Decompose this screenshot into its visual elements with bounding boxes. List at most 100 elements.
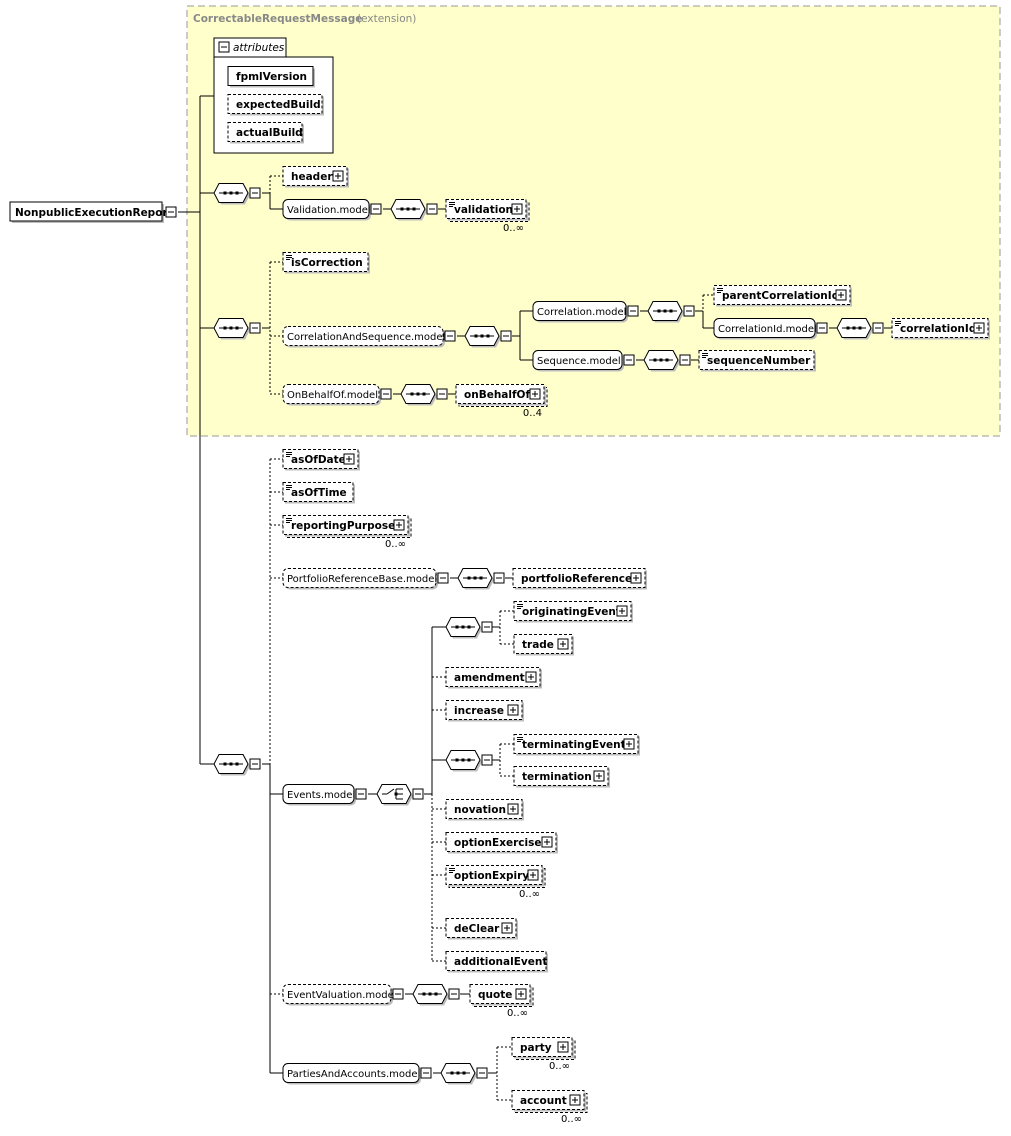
group-correlation-and-sequence-model[interactable]: CorrelationAndSequence.model (282, 326, 456, 348)
sequence-on-behalf-of[interactable] (400, 384, 448, 406)
expand-novation-button[interactable] (508, 804, 518, 814)
sequence-correlation-and-sequence-collapse-button[interactable] (501, 331, 511, 341)
element-correlation-id[interactable]: correlationId (891, 318, 990, 340)
sequence-portfolio-reference[interactable] (457, 568, 505, 590)
sequence-correlation-and-sequence[interactable] (464, 326, 512, 348)
sequence-sequence-collapse-button[interactable] (680, 355, 690, 365)
element-option-exercise[interactable]: optionExercise (445, 832, 558, 854)
group-correlation-model[interactable]: Correlation.model (532, 301, 639, 323)
sequence-event-valuation[interactable] (412, 984, 460, 1006)
collapse-portfolio-reference-base-model-button[interactable] (438, 573, 448, 583)
sequence-originating-collapse-button[interactable] (482, 622, 492, 632)
sequence-parties-and-accounts-collapse-button[interactable] (477, 1068, 487, 1078)
collapse-on-behalf-of-model-button[interactable] (381, 389, 391, 399)
collapse-correlation-id-model-button[interactable] (817, 323, 827, 333)
expand-amendment-button[interactable] (526, 672, 536, 682)
collapse-event-valuation-model-button[interactable] (393, 989, 403, 999)
collapse-validation-model-button[interactable] (371, 204, 381, 214)
expand-header-button[interactable] (333, 171, 343, 181)
sequence-2-collapse-button[interactable] (250, 323, 260, 333)
collapse-correlation-and-sequence-model-button[interactable] (445, 331, 455, 341)
expand-quote-button[interactable] (516, 989, 526, 999)
element-originating-event[interactable]: originatingEvent (513, 601, 633, 623)
expand-correlation-id-button[interactable] (974, 323, 984, 333)
group-events-model[interactable]: Events.model (282, 784, 367, 806)
sequence-1-collapse-button[interactable] (250, 188, 260, 198)
collapse-correlation-model-button[interactable] (628, 306, 638, 316)
element-actual-build[interactable]: actualBuild (227, 122, 304, 144)
element-additional-event[interactable]: additionalEvent (445, 951, 548, 973)
element-parent-correlation-id[interactable]: parentCorrelationId (713, 285, 852, 307)
group-correlation-id-model[interactable]: CorrelationId.model (713, 318, 828, 340)
sequence-3-collapse-button[interactable] (250, 759, 260, 769)
group-portfolio-reference-base-model[interactable]: PortfolioReferenceBase.model (282, 568, 449, 590)
element-sequence-number[interactable]: sequenceNumber (698, 350, 816, 372)
element-as-of-date[interactable]: asOfDate (282, 449, 360, 471)
element-termination[interactable]: termination (513, 766, 610, 788)
expand-termination-button[interactable] (594, 771, 604, 781)
element-fpml-version[interactable]: fpmlVersion (227, 66, 315, 88)
element-expected-build[interactable]: expectedBuild (227, 94, 324, 116)
element-trade[interactable]: trade (513, 634, 574, 656)
sequence-on-behalf-of-collapse-button[interactable] (437, 389, 447, 399)
element-novation[interactable]: novation (445, 799, 524, 821)
sequence-validation-collapse-button[interactable] (427, 204, 437, 214)
element-amendment[interactable]: amendment (445, 667, 542, 689)
expand-increase-button[interactable] (508, 705, 518, 715)
expand-option-exercise-button[interactable] (542, 837, 552, 847)
sequence-terminating-collapse-button[interactable] (482, 755, 492, 765)
group-parties-and-accounts-model[interactable]: PartiesAndAccounts.model (282, 1063, 432, 1085)
expand-originating-event-button[interactable] (617, 606, 627, 616)
group-on-behalf-of-model[interactable]: OnBehalfOf.model (282, 384, 392, 406)
sequence-2[interactable] (213, 318, 261, 340)
collapse-events-model-button[interactable] (356, 789, 366, 799)
group-sequence-model[interactable]: Sequence.model (532, 350, 635, 372)
choice-events[interactable] (376, 784, 424, 806)
element-is-correction[interactable]: isCorrection (282, 252, 370, 274)
sequence-event-valuation-collapse-button[interactable] (449, 989, 459, 999)
element-as-of-time[interactable]: asOfTime (282, 482, 355, 504)
group-validation-model[interactable]: Validation.model (282, 199, 382, 221)
choice-events-collapse-button[interactable] (413, 789, 423, 799)
collapse-parties-and-accounts-model-button[interactable] (421, 1068, 431, 1078)
sequence-terminating[interactable] (445, 750, 493, 772)
expand-party-button[interactable] (558, 1042, 568, 1052)
sequence-sequence[interactable] (643, 350, 691, 372)
collapse-attributes-button[interactable] (219, 42, 229, 52)
expand-terminating-event-button[interactable] (624, 739, 634, 749)
expand-account-button[interactable] (570, 1095, 580, 1105)
element-terminating-event[interactable]: terminatingEvent (513, 734, 640, 756)
expand-validation-button[interactable] (512, 204, 522, 214)
sequence-validation[interactable] (390, 199, 438, 221)
element-de-clear[interactable]: deClear (445, 918, 518, 940)
expand-reporting-purpose-button[interactable] (394, 520, 404, 530)
element-increase[interactable]: increase (445, 700, 524, 722)
sequence-1[interactable] (213, 183, 261, 205)
sequence-correlation-id-collapse-button[interactable] (873, 323, 883, 333)
expand-portfolio-reference-button[interactable] (631, 573, 641, 583)
collapse-sequence-model-button[interactable] (624, 355, 634, 365)
sequence-correlation-collapse-button[interactable] (684, 306, 694, 316)
sequence-originating[interactable] (445, 617, 493, 639)
element-portfolio-reference[interactable]: portfolioReference (512, 568, 647, 590)
expand-on-behalf-of-button[interactable] (530, 389, 540, 399)
sequence-parties-and-accounts[interactable] (440, 1063, 488, 1085)
sequence-portfolio-reference-collapse-button[interactable] (494, 573, 504, 583)
group-event-valuation-model[interactable]: EventValuation.model (282, 984, 404, 1006)
expand-parent-correlation-id-button[interactable] (836, 290, 846, 300)
expand-option-expiry-button[interactable] (528, 870, 538, 880)
sequence-correlation[interactable] (647, 301, 695, 323)
sequence-correlation-id[interactable] (836, 318, 884, 340)
sequence-3[interactable] (213, 754, 261, 776)
expand-de-clear-button[interactable] (502, 923, 512, 933)
expand-trade-button[interactable] (558, 639, 568, 649)
collapse-root-button[interactable] (166, 207, 176, 217)
expand-as-of-date-button[interactable] (344, 454, 354, 464)
element-header[interactable]: header (282, 166, 349, 188)
